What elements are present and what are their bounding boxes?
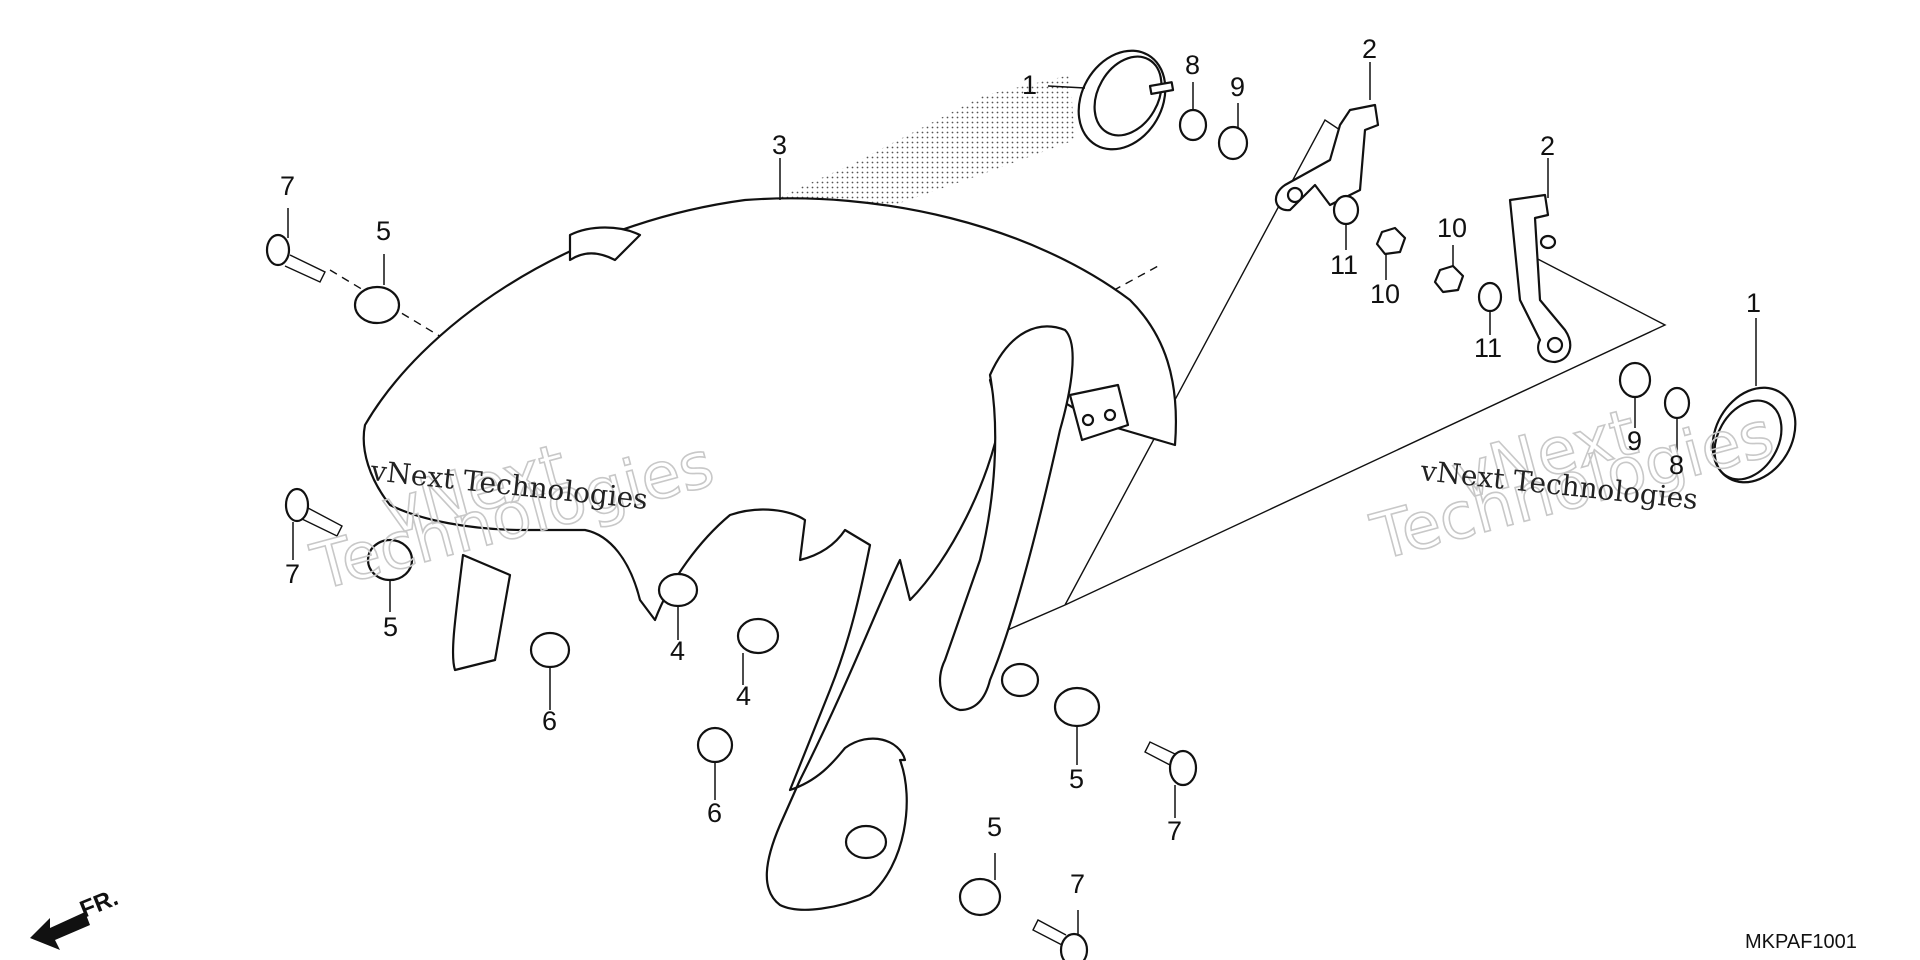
diagram-code: MKPAF1001: [1745, 931, 1857, 953]
callout-8-top: 8: [1185, 50, 1200, 80]
callouts: 1 1 2 2 3 4 4 5 5 5 5 6 6 7 7 7 7 8 8 9 …: [280, 34, 1761, 899]
callout-11-b: 11: [1474, 333, 1502, 363]
callout-2-lower: 2: [1540, 131, 1555, 161]
callout-7-a: 7: [280, 171, 295, 201]
callout-1-right: 1: [1746, 288, 1761, 318]
front-fender: [362, 197, 1177, 911]
front-arrow-icon: [30, 912, 90, 950]
bolts: [265, 233, 1198, 960]
front-direction-label: FR.: [76, 884, 122, 924]
callout-6-a: 6: [542, 706, 557, 736]
bracket-lower: [1508, 193, 1572, 364]
callout-4-a: 4: [670, 636, 685, 666]
front-direction-indicator: FR.: [30, 884, 122, 950]
callout-9-top: 9: [1230, 72, 1245, 102]
callout-7-c: 7: [1167, 816, 1182, 846]
callout-5-a: 5: [376, 216, 391, 246]
hardware-small: [1178, 108, 1691, 420]
callout-1-top: 1: [1022, 70, 1037, 100]
callout-7-d: 7: [1070, 869, 1085, 899]
leader-lines: [287, 62, 1757, 935]
reflector-right: [1711, 386, 1797, 484]
callout-9-right: 9: [1627, 426, 1642, 456]
grommets: [353, 285, 1101, 917]
callout-5-d: 5: [987, 812, 1002, 842]
bracket-upper: [1274, 103, 1380, 212]
callout-5-c: 5: [1069, 764, 1084, 794]
reflector-top: [1077, 49, 1175, 151]
callout-11-a: 11: [1330, 250, 1358, 280]
callout-10-a: 10: [1370, 279, 1400, 309]
callout-7-b: 7: [285, 559, 300, 589]
clips: [529, 631, 734, 764]
callout-3: 3: [772, 130, 787, 160]
callout-5-b: 5: [383, 612, 398, 642]
callout-6-b: 6: [707, 798, 722, 828]
callout-2-upper: 2: [1362, 34, 1377, 64]
callout-4-b: 4: [736, 681, 751, 711]
collars: [657, 572, 780, 655]
callout-8-right: 8: [1669, 450, 1684, 480]
callout-10-b: 10: [1437, 213, 1467, 243]
